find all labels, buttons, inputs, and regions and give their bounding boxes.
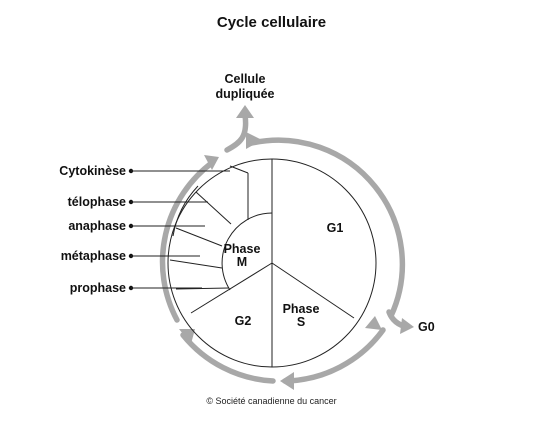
- phase-labels: G1 G2 Phase M Phase S Cellule dupliquée …: [215, 72, 434, 334]
- arrow-bottom: [180, 332, 276, 384]
- arrowhead-g0: [400, 318, 414, 334]
- arrowhead-cellule: [236, 105, 254, 118]
- label-phase-s-2: S: [297, 315, 305, 329]
- m-inner-arc: [221, 212, 273, 291]
- arrow-top-to-g0: [249, 137, 406, 319]
- arrowhead-left: [179, 329, 195, 344]
- divider-g2-m: [190, 262, 273, 314]
- arrow-left: [159, 159, 216, 323]
- label-phase-m-1: Phase: [224, 242, 261, 256]
- label-prophase: prophase: [70, 281, 126, 295]
- arrowhead-lower-right: [365, 316, 382, 330]
- label-g0: G0: [418, 320, 435, 334]
- subphase-labels: Cytokinèse télophase anaphase métaphase …: [59, 164, 230, 295]
- label-anaphase: anaphase: [68, 219, 126, 233]
- divider-g1-s: [271, 262, 355, 319]
- sub-divider-3: [195, 191, 232, 225]
- copyright-credit: © Société canadienne du cancer: [206, 396, 337, 406]
- sub-divider-1: [229, 165, 249, 174]
- cycle-arrows: [159, 105, 414, 390]
- sub-divider-5: [169, 259, 223, 269]
- sub-divider-4: [175, 227, 223, 247]
- label-metaphase: métaphase: [61, 249, 126, 263]
- arrow-lower-right: [282, 327, 386, 384]
- label-cellule-1: Cellule: [225, 72, 266, 86]
- cycle-circle: [167, 158, 377, 368]
- arrowhead-top: [246, 132, 262, 149]
- diagram-title: Cycle cellulaire: [216, 14, 327, 31]
- arrowhead-bottom: [280, 372, 294, 390]
- label-cellule-2: dupliquée: [215, 87, 274, 101]
- label-phase-s-1: Phase: [283, 302, 320, 316]
- label-cytokinese: Cytokinèse: [59, 164, 126, 178]
- label-g2: G2: [235, 314, 252, 328]
- label-telophase: télophase: [68, 195, 126, 209]
- sub-divider-6: [175, 287, 230, 290]
- arrowhead-upper-left: [204, 155, 219, 170]
- m-middle-arc: [172, 185, 199, 237]
- label-phase-m-2: M: [237, 255, 247, 269]
- label-g1: G1: [327, 221, 344, 235]
- arrow-to-cellule: [224, 112, 249, 153]
